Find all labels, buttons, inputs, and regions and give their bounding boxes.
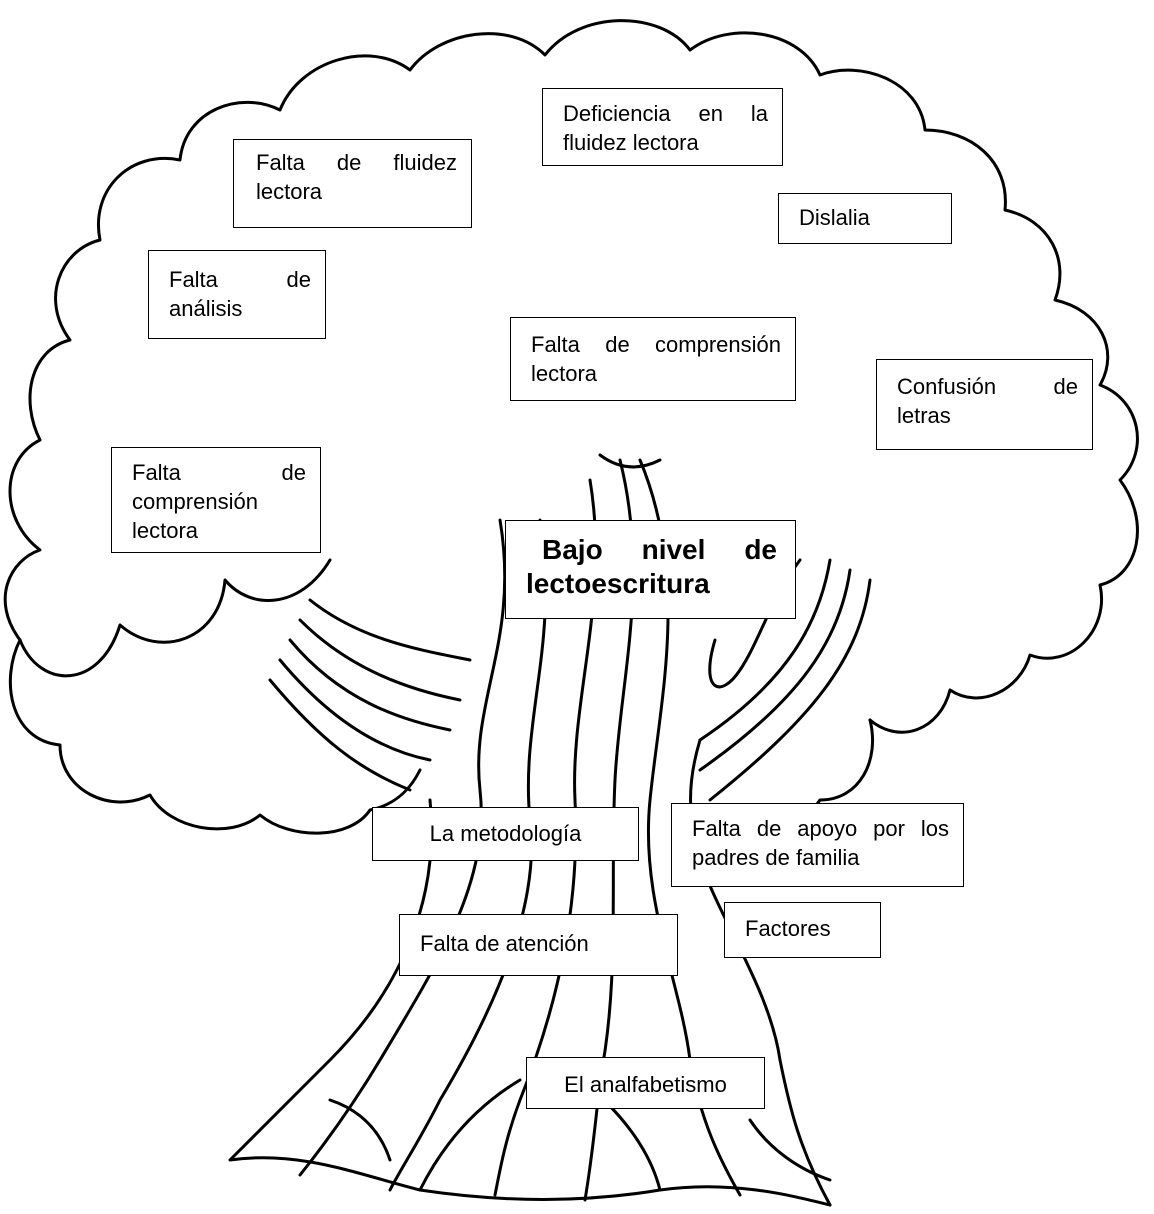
effect-box-dislalia: Dislalia (778, 193, 952, 244)
effect-label: Falta de comprensión lectora (132, 460, 306, 543)
effect-box-deficiencia-en-la-fluidez-lectora: Deficiencia en la fluidez lectora (542, 88, 783, 166)
effect-box-confusion-de-letras: Confusión de letras (876, 359, 1093, 450)
effect-label: Falta de fluidez lectora (256, 150, 457, 204)
effect-box-falta-de-comprension-lectora-center: Falta de comprensión lectora (510, 317, 796, 401)
cause-box-falta-de-atencion: Falta de atención (399, 914, 678, 976)
effect-box-falta-de-comprension-lectora-left: Falta de comprensión lectora (111, 447, 321, 553)
cause-box-la-metodologia: La metodología (372, 807, 639, 861)
cause-label: Factores (745, 916, 831, 941)
cause-box-factores: Factores (724, 902, 881, 958)
cause-label: Falta de apoyo por los padres de familia (692, 816, 949, 870)
effect-label: Deficiencia en la fluidez lectora (563, 101, 768, 155)
cause-label: Falta de atención (420, 931, 589, 956)
tree-trunk-left-edge (228, 798, 832, 1207)
effect-label: Confusión de letras (897, 374, 1078, 428)
effect-box-falta-de-analisis: Falta de análisis (148, 250, 326, 339)
effect-label: Falta de análisis (169, 267, 311, 321)
cause-box-falta-de-apoyo-padres: Falta de apoyo por los padres de familia (671, 803, 964, 887)
cause-box-el-analfabetismo: El analfabetismo (526, 1057, 765, 1109)
cause-label: La metodología (429, 821, 582, 846)
effect-label: Dislalia (799, 205, 870, 230)
effect-label: Falta de comprensión lectora (531, 332, 781, 386)
central-problem-label: Bajo nivel de lectoescritura (526, 534, 777, 599)
central-problem-box: Bajo nivel de lectoescritura (505, 520, 796, 619)
tree-canopy-lower-left (8, 638, 422, 835)
cause-label: El analfabetismo (564, 1072, 727, 1097)
effect-box-falta-de-fluidez-lectora: Falta de fluidez lectora (233, 139, 472, 228)
tree-canopy-outline (3, 19, 1139, 734)
